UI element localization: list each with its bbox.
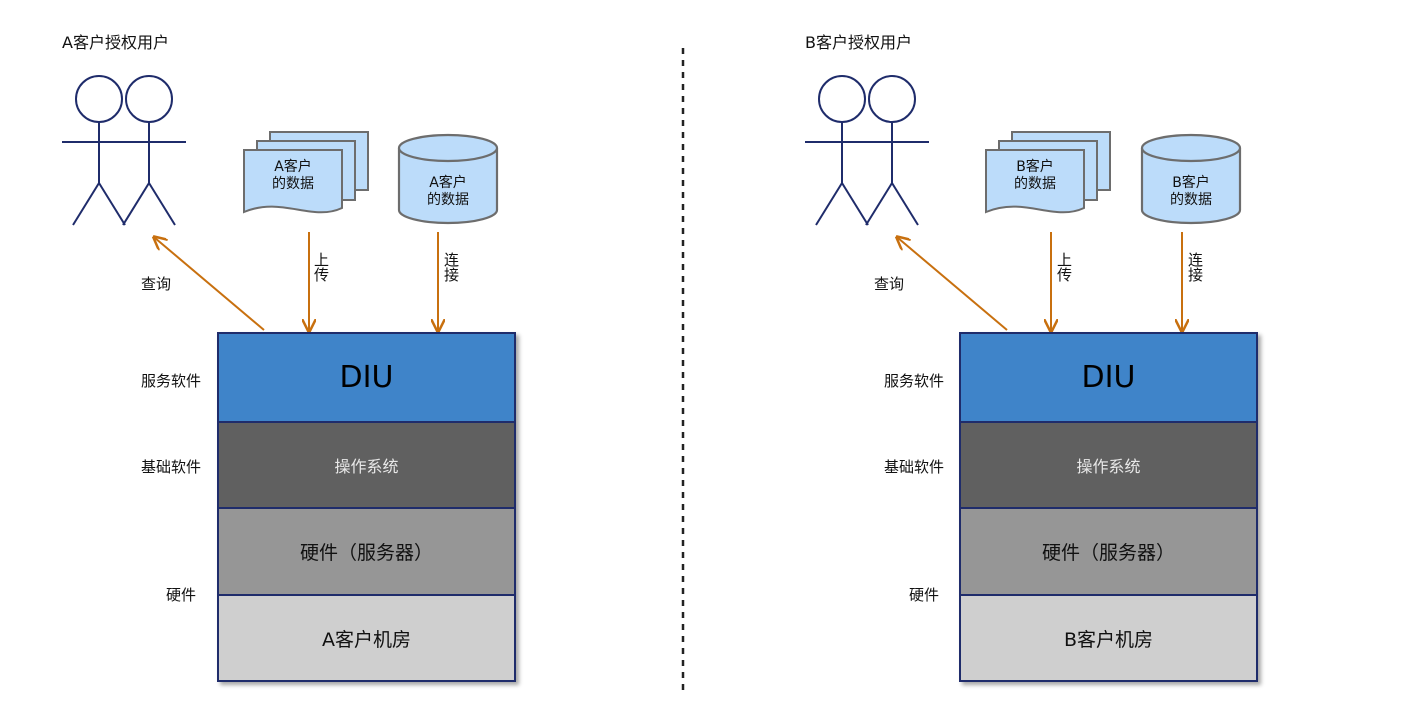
database-label: A客户 的数据 [403, 175, 493, 209]
side-label-service: 服务软件 [140, 372, 201, 390]
database-icon [1140, 133, 1242, 225]
query-label: 查询 [141, 275, 172, 293]
users-label: B客户授权用户 [805, 33, 912, 52]
side-label-hardware: 硬件 [908, 586, 939, 604]
arrows [898, 232, 1182, 330]
document-label-line2: 的数据 [1014, 176, 1056, 192]
query-arrow [155, 238, 265, 331]
document-label-line1: A客户 [274, 159, 312, 175]
diu-layer: DIU [219, 334, 514, 421]
documents-icon [985, 131, 1111, 214]
upload-label: 上传 [312, 252, 330, 282]
room-layer: B客户机房 [961, 594, 1256, 680]
side-label-base: 基础软件 [883, 458, 944, 476]
query-arrow [898, 238, 1008, 331]
database-label-line2: 的数据 [427, 192, 469, 208]
room-layer: A客户机房 [219, 594, 514, 680]
arrows [155, 232, 438, 330]
server-layer: 硬件（服务器） [961, 507, 1256, 594]
upload-label: 上传 [1055, 252, 1073, 282]
users-icon [62, 75, 186, 226]
document-label: A客户 的数据 [248, 159, 338, 193]
document-label-line1: B客户 [1016, 159, 1054, 175]
os-layer: 操作系统 [961, 421, 1256, 507]
document-label-line2: 的数据 [272, 176, 314, 192]
connect-label: 连接 [1186, 252, 1204, 282]
os-layer: 操作系统 [219, 421, 514, 507]
layer-stack: DIU 操作系统 硬件（服务器） B客户机房 [959, 332, 1258, 682]
layer-stack: DIU 操作系统 硬件（服务器） A客户机房 [217, 332, 516, 682]
database-icon [397, 133, 499, 225]
connect-label: 连接 [442, 252, 460, 282]
documents-icon [243, 131, 369, 214]
document-label: B客户 的数据 [990, 159, 1080, 193]
query-label: 查询 [874, 275, 905, 293]
database-label: B客户 的数据 [1146, 175, 1236, 209]
server-layer: 硬件（服务器） [219, 507, 514, 594]
users-label: A客户授权用户 [62, 33, 169, 52]
side-label-hardware: 硬件 [165, 586, 196, 604]
side-label-base: 基础软件 [140, 458, 201, 476]
users-icon [805, 75, 929, 226]
database-label-line2: 的数据 [1170, 192, 1212, 208]
diu-layer: DIU [961, 334, 1256, 421]
database-label-line1: B客户 [1172, 175, 1210, 191]
database-label-line1: A客户 [429, 175, 467, 191]
side-label-service: 服务软件 [883, 372, 944, 390]
